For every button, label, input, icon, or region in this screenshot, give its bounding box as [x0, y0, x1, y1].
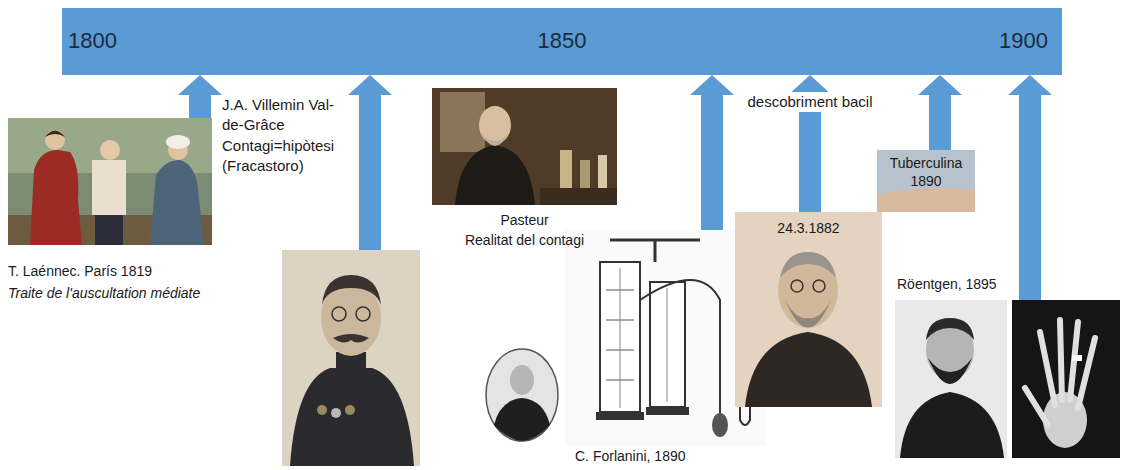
pasteur-photo-part [560, 150, 572, 188]
laennec-painting-part [92, 160, 126, 215]
villemin-portrait-part [322, 275, 381, 305]
villemin-portrait [282, 250, 420, 466]
laennec-painting-part [8, 118, 212, 245]
koch-photo-part [813, 280, 825, 292]
koch-photo-part [785, 300, 831, 328]
event-card: PasteurRealitat del contagi [432, 88, 617, 205]
villemin-portrait-part [331, 408, 341, 418]
year-label: 1850 [62, 28, 1062, 54]
forlanini-apparatus-part [712, 413, 728, 437]
koch-photo-part [791, 280, 803, 292]
roentgen-images-part [1078, 338, 1095, 408]
roentgen-images-part [1025, 388, 1048, 425]
arrow-label: descobriment bacil [743, 92, 876, 112]
villemin-portrait-part [345, 405, 355, 415]
event-caption: Realitat del contagi [432, 232, 617, 249]
laennec-painting-part [45, 131, 65, 138]
event-card: 24.3.1882 [735, 212, 882, 407]
year-label: 1900 [999, 28, 1048, 54]
roentgen-images [895, 300, 1120, 458]
pasteur-photo-part [598, 155, 607, 188]
laennec-painting-part [150, 160, 204, 245]
pasteur-photo-part [481, 132, 509, 146]
timeline-arrow [178, 75, 222, 118]
event-caption: T. Laénnec. París 1819 [8, 263, 152, 280]
forlanini-apparatus-part [650, 282, 685, 407]
forlanini-apparatus-part [494, 398, 550, 441]
tuberculin-photo [877, 150, 975, 212]
villemin-portrait-part [333, 334, 369, 343]
event-card: Röentgen, 1895 [895, 300, 1120, 458]
year-label: 1800 [68, 28, 117, 54]
koch-photo-part [745, 332, 872, 407]
laennec-painting-part [95, 215, 123, 245]
pasteur-photo-part [440, 92, 485, 152]
event-caption: Tuberculina 1890 [877, 154, 975, 190]
forlanini-apparatus-part [620, 268, 621, 408]
event-card: C. Forlanini, 1890 [487, 230, 767, 446]
event-card: Tuberculina 1890 [877, 150, 975, 212]
roentgen-images-part [900, 392, 1004, 458]
forlanini-apparatus-part [486, 349, 558, 441]
roentgen-images-part [895, 300, 1007, 458]
roentgen-images-part [1040, 332, 1055, 405]
forlanini-apparatus-part [510, 365, 534, 395]
tuberculin-photo-part [877, 188, 975, 212]
roentgen-images-part [1072, 355, 1082, 361]
roentgen-images-part [1060, 320, 1062, 400]
koch-photo-part [735, 212, 882, 407]
pasteur-photo-part [540, 188, 617, 205]
event-card: J.A. Villemin Val-de-Grâce Contagi=hipòt… [282, 250, 420, 466]
timeline-bar: 180018501900 [62, 8, 1062, 75]
villemin-portrait-part [290, 368, 414, 466]
timeline-arrow [348, 75, 392, 250]
koch-photo [735, 212, 882, 407]
forlanini-apparatus-part [667, 288, 668, 402]
pasteur-photo-part [479, 106, 511, 144]
villemin-portrait-part [332, 307, 346, 321]
pasteur-photo-part [580, 160, 590, 188]
forlanini-apparatus [486, 230, 765, 446]
pasteur-photo-part [455, 145, 535, 205]
event-caption: Pasteur [432, 212, 617, 229]
pasteur-photo-part [432, 88, 617, 205]
forlanini-apparatus-part [654, 240, 657, 262]
roentgen-images-part [926, 318, 974, 340]
tuberculin-photo-part [877, 150, 975, 212]
laennec-painting-part [100, 140, 120, 160]
forlanini-apparatus-part [640, 280, 720, 420]
laennec-painting-part [166, 135, 190, 149]
event-caption: J.A. Villemin Val-de-Grâce Contagi=hipòt… [222, 95, 347, 176]
koch-photo-part [780, 252, 836, 278]
pasteur-photo [432, 88, 617, 205]
villemin-portrait-part [317, 405, 327, 415]
event-caption: Röentgen, 1895 [897, 276, 997, 293]
forlanini-apparatus-part [600, 262, 640, 412]
villemin-portrait-part [282, 250, 420, 466]
forlanini-apparatus-part [646, 407, 689, 415]
laennec-painting-part [45, 130, 65, 150]
event-card: T. Laénnec. París 1819Traite de l'auscul… [8, 118, 212, 245]
book-title: Traite de l'auscultation médiate [8, 285, 200, 302]
laennec-painting-part [30, 150, 82, 245]
timeline-arrow [690, 75, 734, 230]
roentgen-images-part [928, 358, 972, 384]
villemin-portrait-part [356, 307, 370, 321]
timeline-arrow [918, 75, 962, 150]
roentgen-images-part [1012, 300, 1120, 458]
event-caption: C. Forlanini, 1890 [575, 448, 686, 465]
timeline-arrow [1008, 75, 1052, 300]
koch-photo-part [778, 252, 838, 328]
date-label: 24.3.1882 [735, 220, 882, 237]
forlanini-apparatus-part [596, 412, 644, 420]
laennec-painting [8, 118, 212, 245]
